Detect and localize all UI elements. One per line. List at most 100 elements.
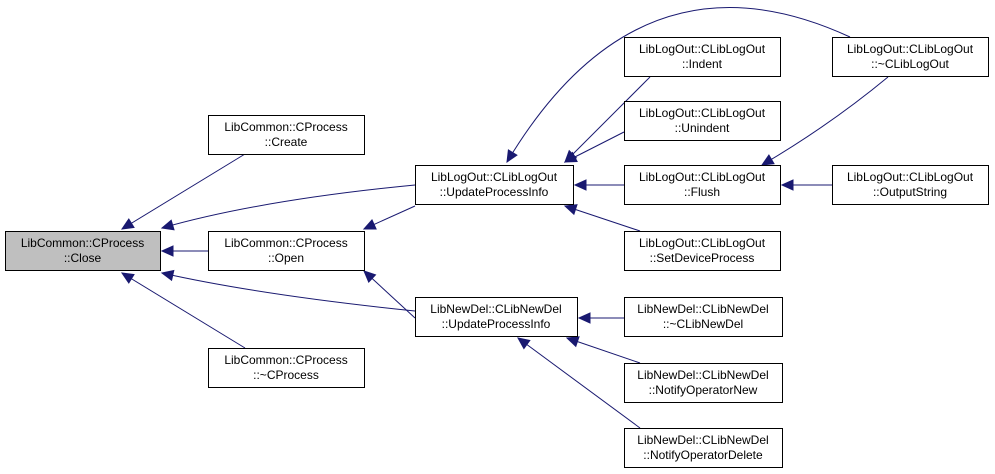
node-output-string[interactable]: LibLogOut::CLibLogOut::OutputString	[832, 165, 989, 205]
node-label-line2: ::Flush	[684, 185, 720, 199]
node-label-line1: LibLogOut::CLibLogOut	[431, 170, 558, 184]
edge-line	[564, 76, 651, 163]
node-label-line1: LibNewDel::CLibNewDel	[637, 368, 768, 382]
node-label-line1: LibNewDel::CLibNewDel	[637, 302, 768, 316]
edge-create-to-close	[120, 153, 246, 230]
edge-dtor_log-to-flush	[760, 76, 889, 166]
edge-line	[121, 272, 246, 349]
node-op-new[interactable]: LibNewDel::CLibNewDel::NotifyOperatorNew	[624, 363, 783, 403]
edge-line	[517, 337, 641, 429]
node-set-device[interactable]: LibLogOut::CLibLogOut::SetDeviceProcess	[624, 231, 781, 271]
node-label-line2: ::SetDeviceProcess	[650, 251, 755, 265]
edge-line	[564, 205, 641, 232]
arrowhead	[160, 269, 175, 282]
arrowhead	[120, 218, 135, 230]
node-label-line1: LibLogOut::CLibLogOut	[639, 106, 766, 120]
arrowhead	[573, 179, 587, 191]
node-label-line1: LibCommon::CProcess	[224, 353, 347, 367]
node-indent[interactable]: LibLogOut::CLibLogOut::Indent	[624, 37, 781, 77]
node-box[interactable]	[832, 165, 989, 205]
edge-flush-to-log_update	[573, 179, 624, 191]
edge-log_update-to-open	[362, 205, 416, 230]
node-log-update[interactable]: LibLogOut::CLibLogOut::UpdateProcessInfo	[415, 165, 574, 205]
node-newdel-update[interactable]: LibNewDel::CLibNewDel::UpdateProcessInfo	[415, 297, 578, 337]
node-label-line2: ::Indent	[682, 57, 723, 71]
node-dtor-log[interactable]: LibLogOut::CLibLogOut::~CLibLogOut	[832, 37, 989, 77]
node-box[interactable]	[624, 297, 783, 337]
node-label-line1: LibCommon::CProcess	[224, 120, 347, 134]
edge-set_device-to-log_update	[563, 204, 641, 232]
edge-line	[363, 270, 416, 319]
arrowhead	[160, 245, 174, 257]
node-box[interactable]	[624, 363, 783, 403]
node-label-line1: LibLogOut::CLibLogOut	[639, 236, 766, 250]
arrowhead	[160, 219, 175, 231]
node-box[interactable]	[624, 165, 781, 205]
edge-newdel_update-to-close	[160, 269, 416, 312]
edge-line	[161, 272, 416, 312]
arrowhead	[517, 337, 531, 350]
node-label-line1: LibCommon::CProcess	[224, 236, 347, 250]
node-label-line2: ::~CProcess	[253, 368, 319, 382]
node-box[interactable]	[624, 231, 781, 271]
node-label-line2: ::Open	[268, 251, 304, 265]
node-label-line2: ::NotifyOperatorDelete	[643, 448, 763, 462]
edge-line	[121, 153, 246, 230]
node-label-line2: ::~CLibNewDel	[663, 317, 743, 331]
node-label-line1: LibLogOut::CLibLogOut	[639, 170, 766, 184]
node-label-line2: ::UpdateProcessInfo	[442, 317, 551, 331]
node-flush[interactable]: LibLogOut::CLibLogOut::Flush	[624, 165, 781, 205]
node-op-delete[interactable]: LibNewDel::CLibNewDel::NotifyOperatorDel…	[624, 428, 783, 468]
node-label-line1: LibNewDel::CLibNewDel	[430, 302, 561, 316]
edge-line	[566, 337, 641, 364]
edge-unindent-to-log_update	[563, 131, 625, 163]
arrowhead	[362, 218, 377, 230]
arrowhead	[760, 154, 775, 166]
node-box[interactable]	[624, 101, 781, 141]
node-unindent[interactable]: LibLogOut::CLibLogOut::Unindent	[624, 101, 781, 141]
node-label-line1: LibLogOut::CLibLogOut	[847, 42, 974, 56]
node-create[interactable]: LibCommon::CProcess::Create	[208, 115, 365, 155]
node-label-line2: ::~CLibLogOut	[871, 57, 949, 71]
node-dtor-process[interactable]: LibCommon::CProcess::~CProcess	[208, 348, 365, 388]
node-box[interactable]	[415, 165, 574, 205]
node-label-line2: ::Create	[265, 135, 308, 149]
arrowhead	[563, 204, 578, 216]
node-open[interactable]: LibCommon::CProcess::Open	[208, 231, 365, 271]
node-label-line1: LibLogOut::CLibLogOut	[639, 42, 766, 56]
node-box[interactable]	[832, 37, 989, 77]
node-dtor-newdel[interactable]: LibNewDel::CLibNewDel::~CLibNewDel	[624, 297, 783, 337]
arrowhead	[363, 270, 377, 284]
edge-line	[761, 76, 889, 166]
edge-open-to-close	[160, 245, 208, 257]
edge-dtor_process-to-close	[120, 272, 246, 349]
node-box[interactable]	[5, 231, 161, 271]
edge-dtor_newdel-to-newdel_update	[577, 312, 624, 324]
node-box[interactable]	[208, 348, 365, 388]
arrowhead	[577, 312, 591, 324]
edges-layer	[120, 7, 889, 429]
node-label-line1: LibNewDel::CLibNewDel	[637, 433, 768, 447]
edge-newdel_update-to-open	[363, 270, 416, 319]
node-box[interactable]	[208, 115, 365, 155]
arrowhead	[120, 272, 135, 284]
arrowhead	[506, 149, 518, 164]
nodes-layer: LibCommon::CProcess::CloseLibCommon::CPr…	[5, 37, 989, 468]
edge-dtor_log-to-log_update	[506, 7, 851, 164]
node-box[interactable]	[415, 297, 578, 337]
arrowhead	[563, 151, 578, 163]
node-label-line1: LibLogOut::CLibLogOut	[847, 170, 974, 184]
edge-op_delete-to-newdel_update	[517, 337, 641, 429]
edge-output_string-to-flush	[780, 179, 832, 191]
node-label-line1: LibCommon::CProcess	[21, 236, 144, 250]
node-close[interactable]: LibCommon::CProcess::Close	[5, 231, 161, 271]
node-box[interactable]	[624, 37, 781, 77]
edge-op_new-to-newdel_update	[565, 336, 641, 364]
node-label-line2: ::OutputString	[873, 185, 947, 199]
node-label-line2: ::NotifyOperatorNew	[649, 383, 758, 397]
node-box[interactable]	[624, 428, 783, 468]
edge-log_update-to-close	[160, 184, 416, 231]
node-box[interactable]	[208, 231, 365, 271]
node-label-line2: ::Unindent	[675, 121, 730, 135]
